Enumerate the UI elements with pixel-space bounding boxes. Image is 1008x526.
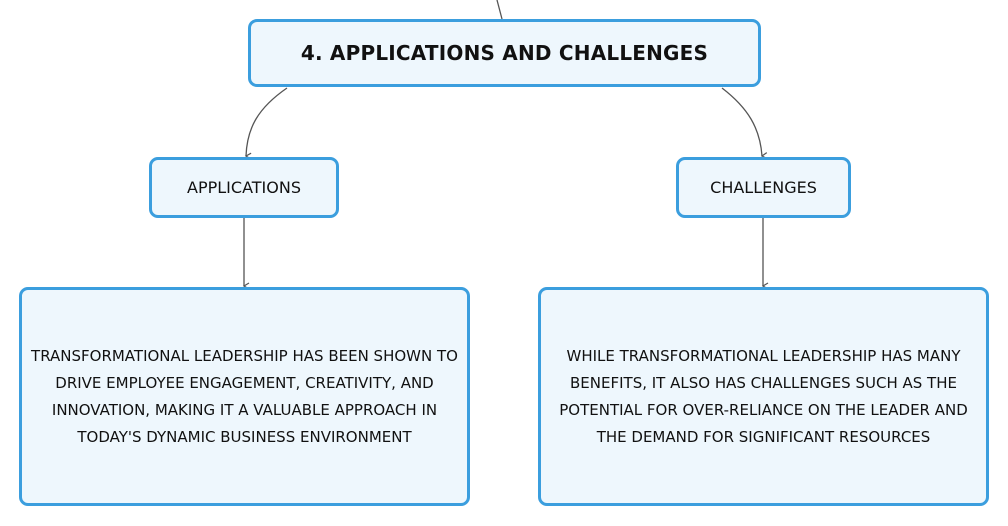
challenges-node[interactable]: CHALLENGES [676, 157, 851, 218]
applications-node-label: APPLICATIONS [187, 178, 301, 197]
applications-node[interactable]: APPLICATIONS [149, 157, 339, 218]
challenges-detail-node[interactable]: WHILE TRANSFORMATIONAL LEADERSHIP HAS MA… [538, 287, 989, 506]
root-node[interactable]: 4. APPLICATIONS AND CHALLENGES [248, 19, 761, 87]
root-to-applications-connector [244, 87, 288, 160]
applications-detail-text: TRANSFORMATIONAL LEADERSHIP HAS BEEN SHO… [31, 346, 458, 446]
challenges-node-label: CHALLENGES [710, 178, 817, 197]
challenges-detail-text: WHILE TRANSFORMATIONAL LEADERSHIP HAS MA… [559, 346, 968, 446]
applications-detail-node[interactable]: TRANSFORMATIONAL LEADERSHIP HAS BEEN SHO… [19, 287, 470, 506]
root-node-label: 4. APPLICATIONS AND CHALLENGES [300, 41, 709, 65]
incoming-connector [496, 0, 503, 20]
root-to-challenges-connector [721, 87, 768, 160]
